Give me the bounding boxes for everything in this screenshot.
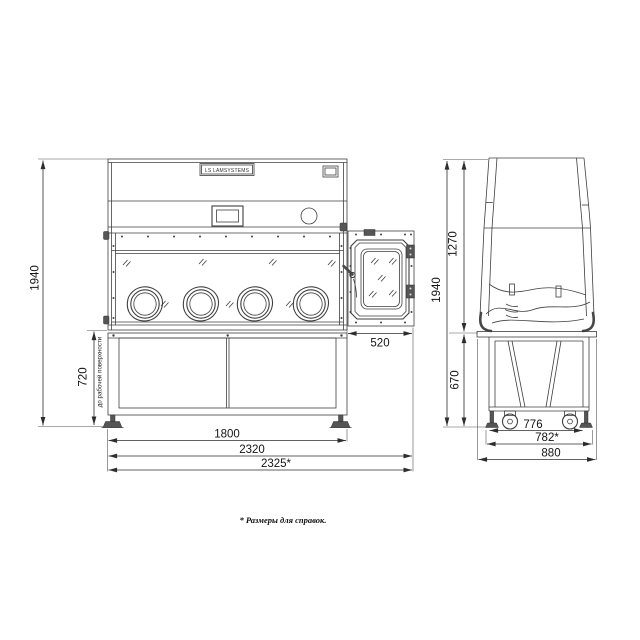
dim-body-width: 2320 [239,444,265,456]
glove-port [126,286,164,322]
dim-stand-width: 1800 [214,429,240,441]
cabinet-body [107,158,348,331]
brand-plate: LS LAMSYSTEMS [199,163,255,176]
dim-side-height: 1940 [431,277,443,303]
frame-bolts [112,235,343,319]
dim-upper-height: 1270 [448,231,460,257]
glove-port [292,286,330,322]
sash-clamp [103,231,110,240]
hatch-hinges [406,244,415,299]
side-view [476,157,597,430]
dim-work-surface-height: 720 [78,367,90,386]
display-panel [211,205,244,227]
glove-port [182,286,220,322]
hatch-latch [363,229,376,236]
side-stand [488,337,590,412]
hatch-window [360,248,403,310]
dim-work-surface-note: до рабочей поверхности [97,336,104,407]
hatch-handle [342,264,357,298]
side-chamber [476,227,597,338]
hatch-door-frame [350,239,410,320]
dim-hatch-width: 520 [370,338,389,350]
support-stand [107,332,348,416]
dim-depth-ref: 782* [535,432,559,444]
sash-clamp [339,222,348,232]
dim-stand-height: 670 [450,370,462,389]
side-canopy [483,157,591,229]
dim-stand-depth: 776 [523,419,542,431]
side-feet [485,410,593,428]
leveling-feet [101,414,352,428]
dim-overall-depth: 880 [541,448,560,460]
pressure-gauge-icon [300,207,318,225]
hatch-bolts [349,233,413,324]
dim-front-height: 1940 [30,265,42,291]
brand-label: LS LAMSYSTEMS [205,168,250,174]
glove-port [236,286,274,322]
vent-box [322,165,339,178]
front-view: LS LAMSYSTEMS [101,158,352,428]
glass-front [103,222,348,326]
transfer-hatch [342,229,415,327]
dimensions: 1940 720 до рабочей поверхности 520 1800… [30,158,597,473]
dim-overall-width: 2325* [261,458,292,470]
sash-clamp [103,315,110,325]
footnote: * Размеры для справок. [240,515,327,525]
glass-reflections [122,258,336,308]
glove-silhouette [485,283,591,324]
